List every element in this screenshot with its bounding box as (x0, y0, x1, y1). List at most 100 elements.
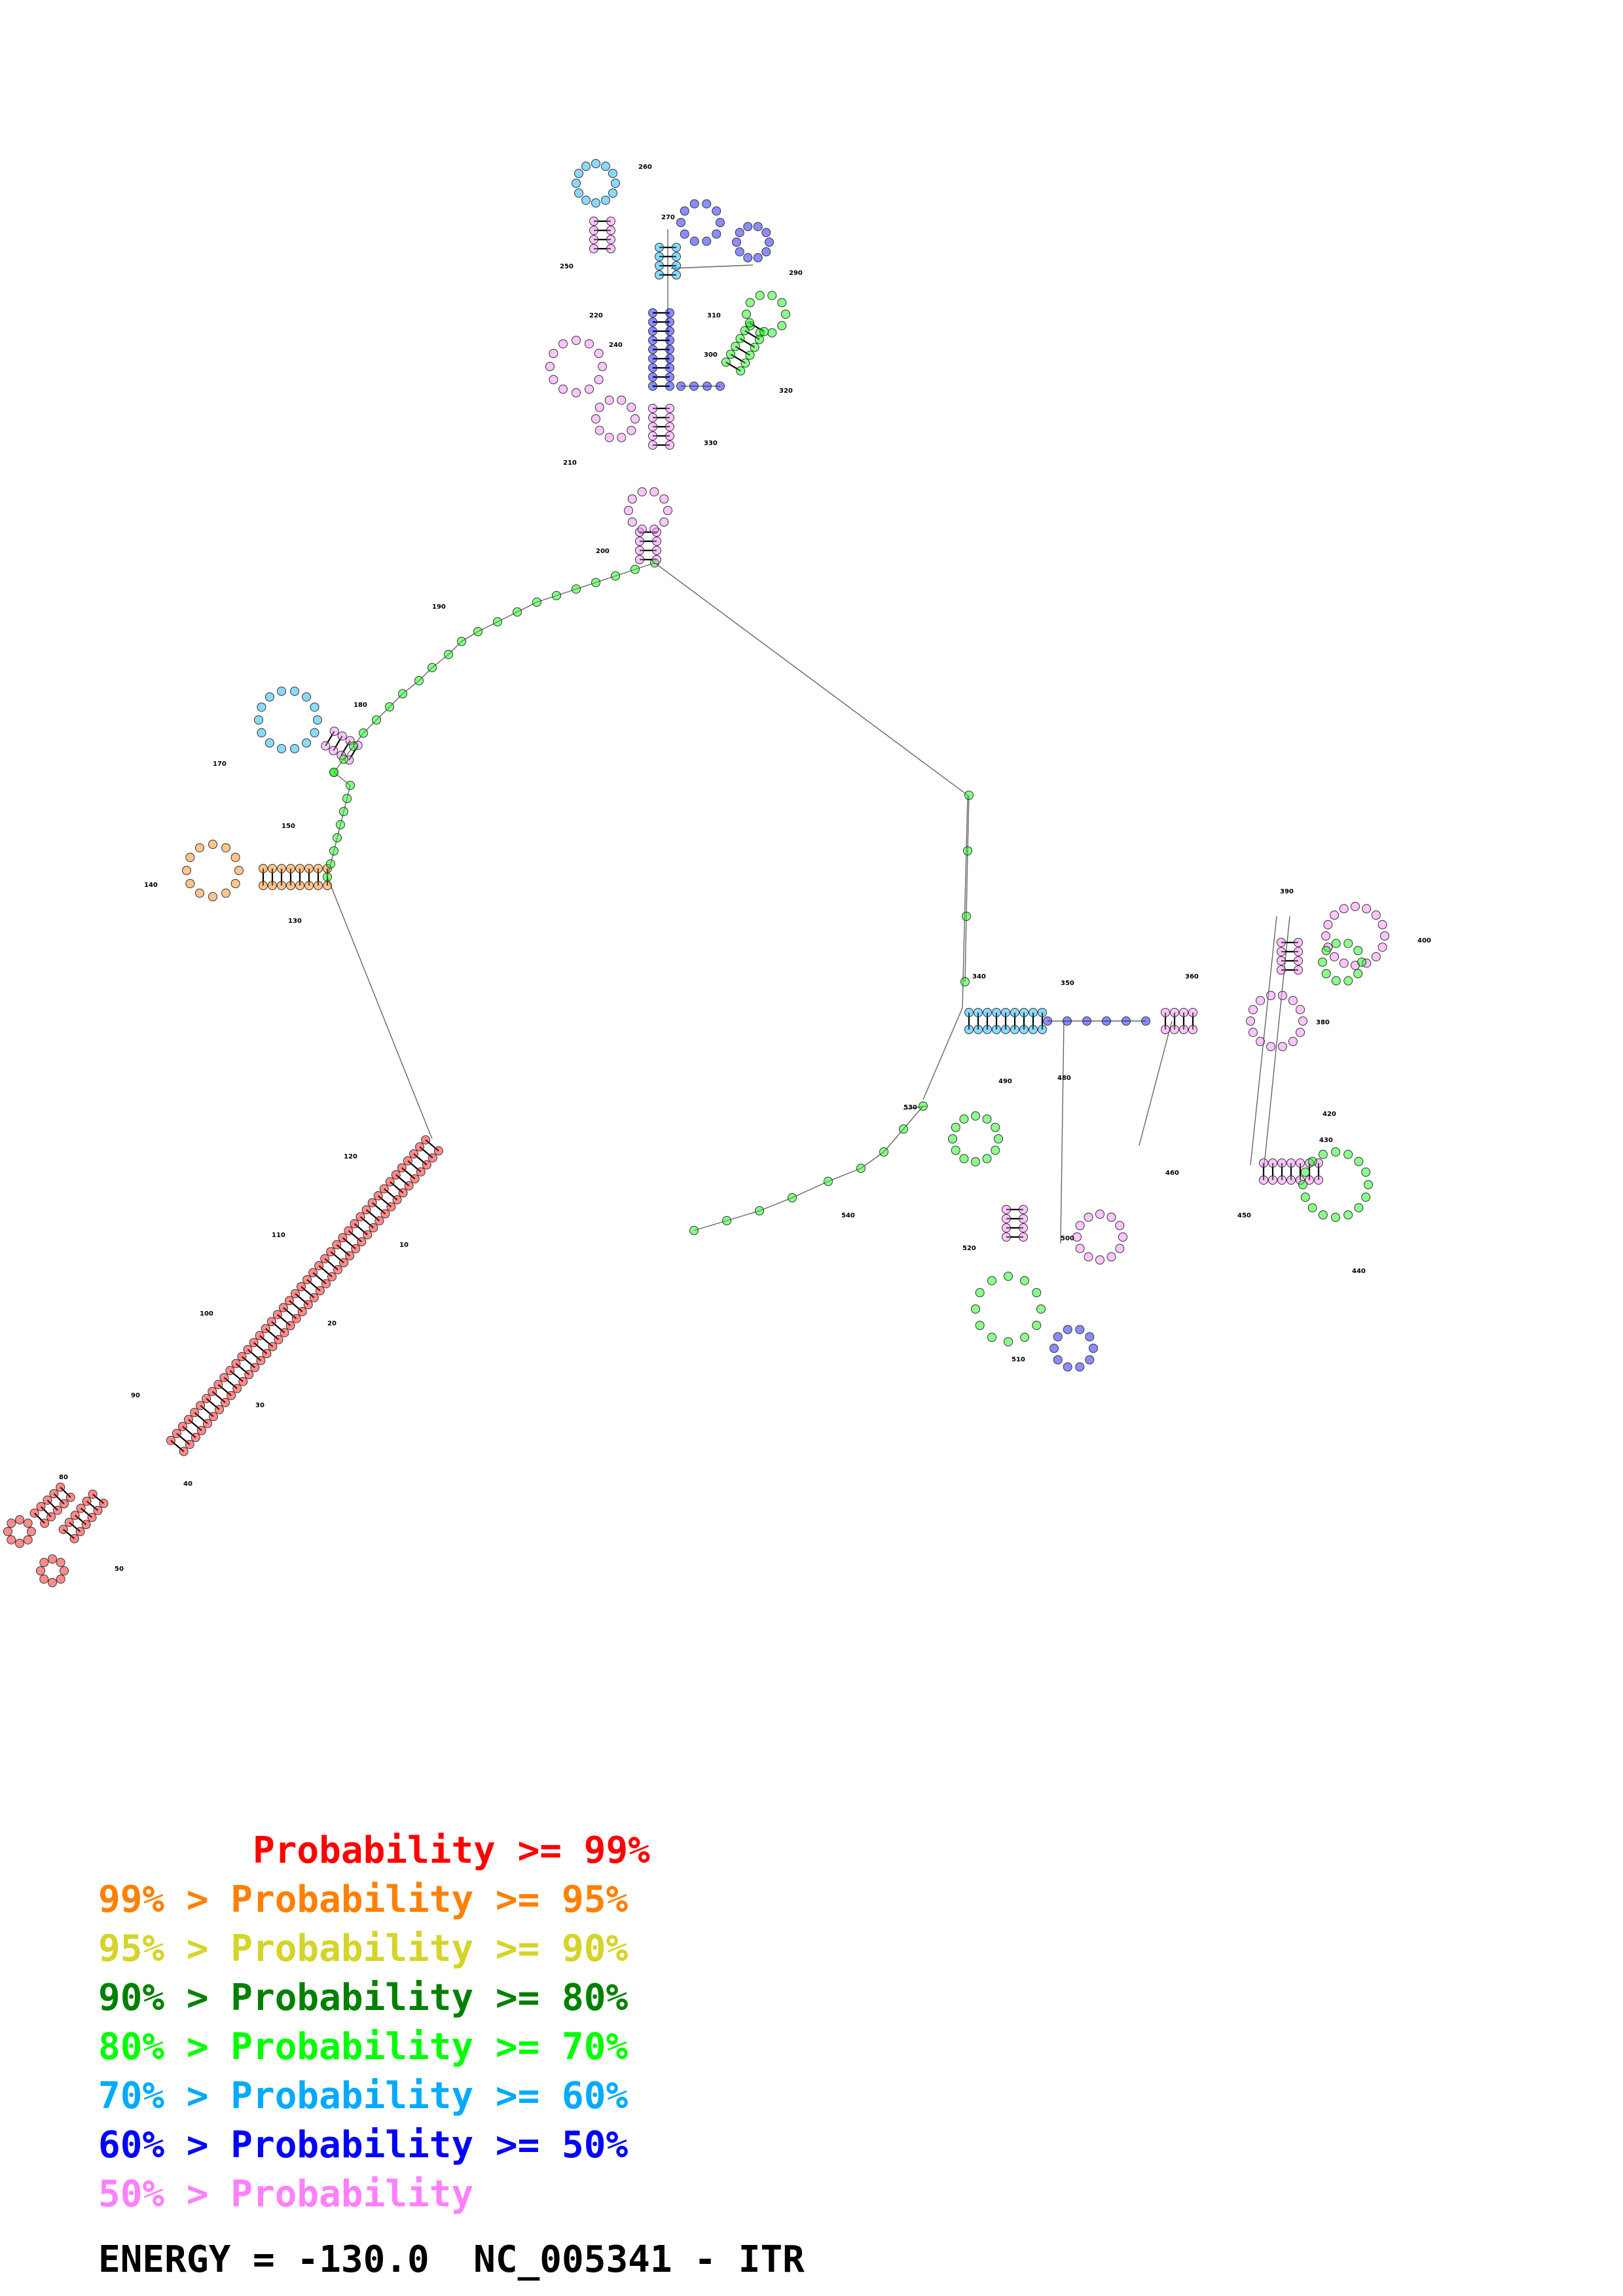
nucleotide (56, 1482, 65, 1492)
nucleotide (743, 222, 753, 232)
nucleotide (1343, 976, 1353, 986)
nucleotide (755, 1206, 764, 1215)
nucleotide (549, 375, 558, 384)
nucleotide (182, 866, 191, 875)
nucleotide (1106, 1252, 1116, 1262)
position-label: 130 (288, 918, 302, 925)
legend-row: 60% > Probability >= 50% (98, 2124, 629, 2166)
nucleotide (314, 881, 323, 890)
nucleotide (208, 1387, 217, 1397)
nucleotide (52, 1505, 62, 1515)
nucleotide (256, 1355, 266, 1365)
nucleotide (379, 1184, 389, 1194)
base-pair (80, 1507, 93, 1518)
nucleotide (326, 1247, 336, 1257)
nucleotide (742, 310, 751, 319)
base-pair (306, 1279, 321, 1291)
nucleotide (398, 689, 407, 698)
nucleotide (70, 1511, 80, 1520)
nucleotide (716, 218, 725, 227)
nucleotide (649, 487, 659, 497)
nucleotide (1277, 1158, 1286, 1168)
nucleotide (264, 738, 274, 748)
nucleotide (1277, 956, 1286, 965)
nucleotide (304, 864, 314, 873)
nucleotide (268, 1342, 278, 1352)
nucleotide (227, 1391, 236, 1401)
nucleotide (1001, 1008, 1010, 1017)
nucleotide (1330, 952, 1340, 961)
nucleotide (172, 1429, 181, 1439)
nucleotide (648, 327, 657, 336)
nucleotide (372, 715, 381, 725)
base-pair (407, 1160, 422, 1173)
nucleotide (274, 1335, 283, 1344)
nucleotide (974, 1025, 983, 1034)
nucleotide (23, 1535, 33, 1545)
base-pair (188, 1418, 202, 1431)
nucleotide (457, 637, 466, 646)
nucleotide (39, 1558, 49, 1568)
nucleotide (1161, 1008, 1170, 1017)
nucleotide (648, 363, 657, 372)
nucleotide (1019, 1025, 1029, 1034)
nucleotide (971, 1157, 980, 1166)
nucleotide (1170, 1008, 1179, 1017)
nucleotide (1277, 1041, 1287, 1051)
nucleotide (1343, 1210, 1353, 1220)
nucleotide (284, 1296, 294, 1306)
nucleotide (1010, 1025, 1019, 1034)
nucleotide (1307, 1203, 1317, 1213)
nucleotide (1277, 991, 1287, 1001)
nucleotide (1075, 1325, 1085, 1335)
nucleotide (655, 252, 664, 261)
position-label: 310 (707, 312, 721, 319)
nucleotide (304, 881, 314, 890)
nucleotide (964, 1008, 974, 1017)
nucleotide (385, 1177, 395, 1187)
base-pair (264, 1328, 280, 1340)
nucleotide (185, 853, 195, 862)
nucleotide (277, 881, 286, 890)
base-pair (744, 330, 760, 340)
nucleotide (648, 372, 657, 382)
base-pair (295, 1293, 309, 1306)
nucleotide (1095, 1255, 1104, 1265)
nucleotide (428, 1153, 437, 1163)
nucleotide (549, 349, 558, 358)
nucleotide (356, 1212, 365, 1222)
nucleotide (1321, 931, 1330, 941)
nucleotide (1019, 1232, 1028, 1242)
nucleotide (1115, 1244, 1125, 1253)
nucleotide (221, 843, 230, 853)
position-label: 290 (789, 270, 803, 277)
position-label: 320 (779, 387, 793, 395)
nucleotide (635, 546, 644, 555)
base-pair (342, 1237, 356, 1249)
nucleotide (777, 298, 787, 308)
nucleotide (213, 1380, 223, 1390)
nucleotide (195, 843, 204, 853)
base-pair (419, 1146, 433, 1158)
nucleotide (196, 1401, 206, 1410)
nucleotide (648, 345, 657, 354)
nucleotide (1102, 1016, 1111, 1026)
nucleotide (421, 1135, 431, 1145)
nucleotide (1300, 1193, 1310, 1202)
legend-row: 99% > Probability >= 95% (98, 1878, 629, 1921)
nucleotide (572, 179, 581, 188)
position-label: 520 (962, 1245, 976, 1252)
nucleotide (332, 1240, 342, 1249)
nucleotide (1305, 1175, 1314, 1185)
base-pair (247, 1349, 262, 1361)
nucleotide (754, 334, 764, 344)
nucleotide (339, 1258, 349, 1268)
nucleotide (1294, 938, 1303, 947)
nucleotide (58, 1524, 68, 1534)
position-label: 510 (1012, 1356, 1025, 1363)
nucleotide (1288, 1037, 1298, 1047)
nucleotide (665, 363, 674, 372)
legend-row: 90% > Probability >= 80% (98, 1977, 629, 2019)
nucleotide (88, 1489, 98, 1499)
base-pair (365, 1209, 380, 1222)
